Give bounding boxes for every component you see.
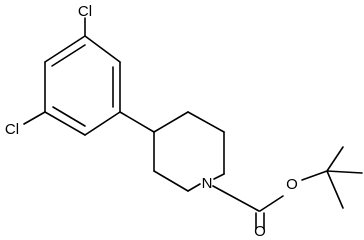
bond [187,111,225,133]
nitrogen-atom-label: N [202,175,213,192]
ester-oxygen-label: O [286,176,298,193]
bond [187,183,201,192]
bond [213,173,225,180]
bond [259,195,284,212]
bond [153,170,189,192]
bond [301,170,328,181]
bond [44,35,86,63]
double-bond-inner [52,106,86,127]
bond [326,170,344,209]
chlorine-atom-label: Cl [5,121,19,138]
carbonyl-oxygen-label: O [254,223,266,238]
bond [326,170,363,174]
bond [84,35,121,63]
chlorine-atom-label: Cl [78,3,92,20]
bond [212,185,260,212]
bond [84,111,121,136]
bond [153,111,189,133]
bond [119,111,155,133]
double-bond-inner [51,44,86,67]
bonds [23,17,363,230]
bond [44,111,86,136]
bond [326,146,344,172]
bond-to-cl-left [23,111,46,125]
